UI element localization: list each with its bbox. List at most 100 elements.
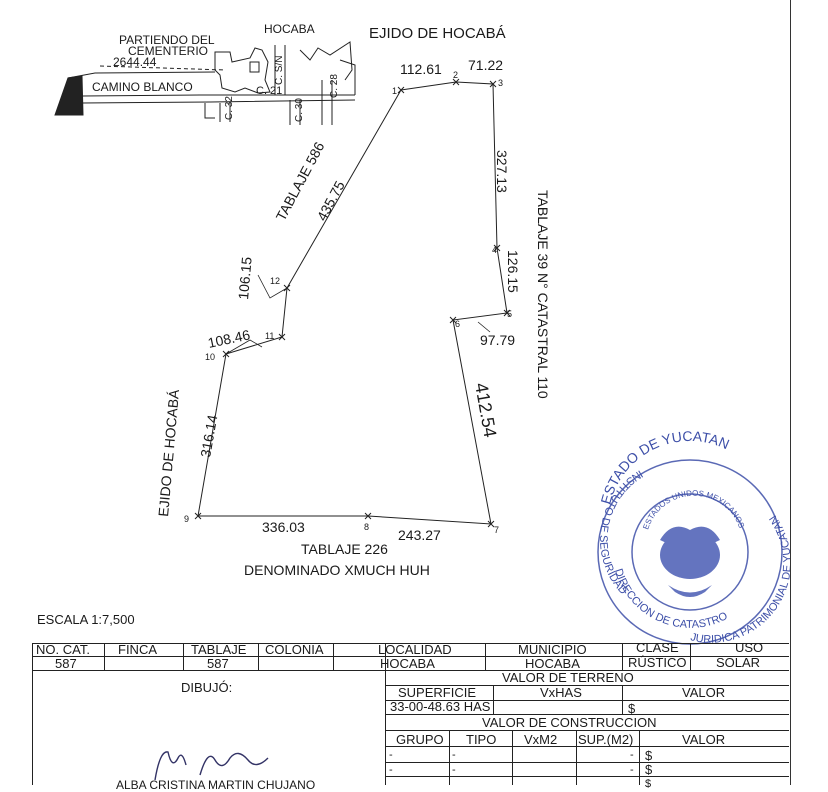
town-edge — [299, 41, 353, 81]
ejido-top-label: EJIDO DE HOCABÁ — [369, 25, 506, 42]
vertex-mark — [503, 309, 511, 317]
table-rule — [385, 700, 789, 701]
road-line-lower2 — [81, 99, 356, 104]
value-tablaje: 587 — [207, 656, 229, 671]
construction-cell: $ — [645, 762, 653, 777]
eagle-emblem-icon — [660, 526, 720, 597]
road-line-lower — [81, 94, 355, 97]
street-28 — [321, 80, 333, 125]
boundary-south-1: TABLAJE 226 — [301, 541, 388, 557]
header-uso: USO — [735, 640, 764, 655]
table-rule — [385, 746, 789, 747]
drawer-name: ALBA CRISTINA MARTIN CHUJANO — [116, 778, 316, 792]
leader-97 — [477, 321, 491, 333]
vertex-mark — [489, 80, 497, 88]
construction-header-grupo: GRUPO — [396, 732, 444, 747]
scale-label: ESCALA 1:7,500 — [37, 612, 135, 627]
street-hook — [204, 103, 215, 119]
construction-cell: $ — [645, 778, 652, 790]
cemetery-mark — [249, 61, 260, 73]
vertex-8: 8 — [364, 522, 369, 532]
road-line-upper — [67, 71, 216, 79]
town-edge-east — [339, 59, 356, 95]
construction-cell: - — [389, 749, 393, 761]
street-c30: C. 30 — [294, 98, 305, 122]
table-divider — [576, 730, 577, 785]
header-tablaje: TABLAJE — [191, 642, 247, 657]
header-no-cat: NO. CAT. — [36, 642, 90, 657]
table-divider — [183, 643, 184, 670]
seal-inner-text: ESTADOS UNIDOS MEXICANOS — [641, 489, 746, 531]
distance-8-9: 336.03 — [262, 519, 305, 535]
vertex-mark — [449, 316, 457, 324]
black-wedge — [54, 75, 84, 116]
construction-value-title: VALOR DE CONSTRUCCION — [482, 715, 657, 730]
town-label: HOCABA — [264, 22, 315, 36]
distance-1-2: 112.61 — [400, 61, 442, 77]
construction-cell: - — [452, 764, 456, 776]
vertex-mark — [487, 520, 495, 528]
vertex-3: 3 — [498, 78, 503, 88]
vertex-11: 11 — [265, 331, 274, 341]
table-divider — [258, 643, 259, 670]
land-header-valor: VALOR — [682, 685, 726, 700]
distance-11-12: 106.15 — [235, 256, 255, 300]
table-rule — [385, 714, 789, 715]
leader-106 — [257, 274, 288, 299]
start-distance: 2644.44 — [113, 55, 157, 69]
village-block — [214, 47, 271, 94]
construction-cell: - — [630, 749, 634, 761]
value-no-cat: 587 — [55, 656, 77, 671]
vertex-mark — [364, 512, 372, 520]
leader-108 — [225, 339, 263, 355]
table-divider — [493, 685, 494, 714]
construction-header-sup: SUP.(M2) — [578, 732, 634, 747]
vertex-9: 9 — [184, 514, 189, 524]
value-clase: RÚSTICO — [628, 655, 687, 670]
drew-label: DIBUJÓ: — [181, 680, 233, 695]
vertex-4: 4 — [492, 245, 497, 255]
vertex-mark — [222, 350, 230, 358]
vertex-1: 1 — [392, 86, 397, 96]
construction-cell: - — [389, 764, 393, 776]
table-divider — [32, 643, 33, 785]
land-header-superficie: SUPERFICIE — [398, 685, 477, 700]
street-csn: C. S/N — [274, 56, 285, 85]
header-localidad: LOCALIDAD — [378, 642, 452, 657]
distance-7-8: 243.27 — [398, 527, 441, 543]
header-municipio: MUNICIPIO — [518, 642, 587, 657]
distance-5-6: 97.79 — [480, 332, 515, 348]
table-rule — [32, 670, 789, 671]
street-s-n — [274, 45, 286, 95]
table-rule — [32, 643, 789, 644]
table-divider — [512, 730, 513, 785]
value-municipio: HOCABA — [525, 656, 580, 671]
table-rule — [385, 685, 789, 686]
vertex-5: 5 — [507, 309, 512, 319]
street-c28: C. 28 — [329, 74, 340, 98]
distance-12-1: 435.75 — [314, 178, 348, 224]
construction-cell: $ — [645, 748, 653, 763]
table-divider — [449, 730, 450, 785]
land-value-title: VALOR DE TERRENO — [502, 670, 634, 685]
signature-scribble — [154, 751, 269, 781]
construction-header-vxm2: VxM2 — [524, 732, 558, 747]
vertex-2: 2 — [453, 70, 458, 80]
vertex-mark — [278, 333, 286, 341]
table-divider — [622, 685, 623, 714]
vertex-12: 12 — [270, 276, 280, 286]
header-colonia: COLONIA — [265, 642, 324, 657]
construction-header-tipo: TIPO — [466, 732, 497, 747]
street-30 — [289, 100, 301, 125]
street-c21: C. 21 — [256, 85, 282, 97]
table-divider — [690, 643, 691, 670]
construction-cell: - — [452, 749, 456, 761]
table-divider — [639, 730, 640, 785]
table-rule — [385, 762, 789, 763]
vertex-mark — [194, 512, 202, 520]
table-divider — [485, 643, 486, 670]
vertex-10: 10 — [205, 352, 215, 362]
boundary-south-2: DENOMINADO XMUCH HUH — [244, 562, 430, 578]
seal-inner-ring — [631, 493, 749, 611]
